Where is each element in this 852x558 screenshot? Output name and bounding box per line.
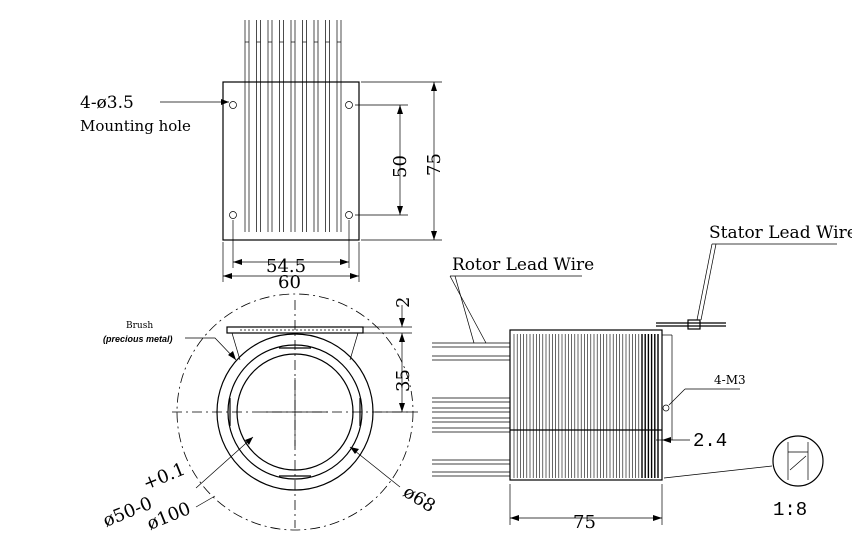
mounting-hole (345, 211, 353, 219)
rotor-lead-wires (432, 342, 510, 477)
mounting-hole (229, 211, 237, 219)
brush-note: (precious metal) (103, 334, 173, 344)
mounting-hole (345, 101, 353, 109)
side-view-body (513, 334, 659, 478)
dim-hole-spacing-horizontal: 54.5 (266, 256, 306, 277)
mounting-hole (229, 101, 237, 109)
dim-ring: ø68 (399, 481, 439, 517)
brush-label: Brush (126, 321, 153, 331)
side-view-outline (509, 329, 663, 481)
top-view-pins (244, 20, 342, 232)
dim-bore: ø50-0 (100, 493, 155, 532)
front-view: Brush (precious metal) 2 35 +0.1 ø50-0 ø… (100, 293, 439, 535)
stator-lead-wire-label: Stator Lead Wire (709, 223, 852, 243)
dim-width: 60 (278, 272, 301, 293)
ring-outer (216, 333, 374, 491)
dim-offset: 35 (393, 369, 414, 392)
dim-length: 75 (573, 512, 596, 533)
thread-hole (662, 404, 670, 412)
thread-callout: 4-M3 (714, 373, 746, 387)
scale-label: 1:8 (773, 499, 807, 521)
rotor-lead-wire-label: Rotor Lead Wire (452, 255, 594, 275)
top-view: 4-ø3.5 Mounting hole 50 75 54.5 60 (80, 20, 445, 293)
dim-thickness: 2 (393, 297, 414, 308)
dim-gap: 2.4 (693, 430, 727, 452)
brush-plate (226, 326, 364, 334)
top-view-plate (222, 81, 360, 241)
tolerance-upper: +0.1 (140, 459, 188, 495)
mounting-hole-size: 4-ø3.5 (80, 93, 134, 113)
ring-middle (227, 344, 363, 480)
side-view: Rotor Lead Wire Stator Lead Wire 4-M3 2.… (432, 223, 852, 533)
bore (236, 353, 354, 471)
dim-hole-spacing-vertical: 50 (390, 155, 411, 178)
dim-height: 75 (424, 153, 445, 176)
mounting-hole-label: Mounting hole (80, 117, 191, 135)
detail-circle (772, 435, 824, 487)
